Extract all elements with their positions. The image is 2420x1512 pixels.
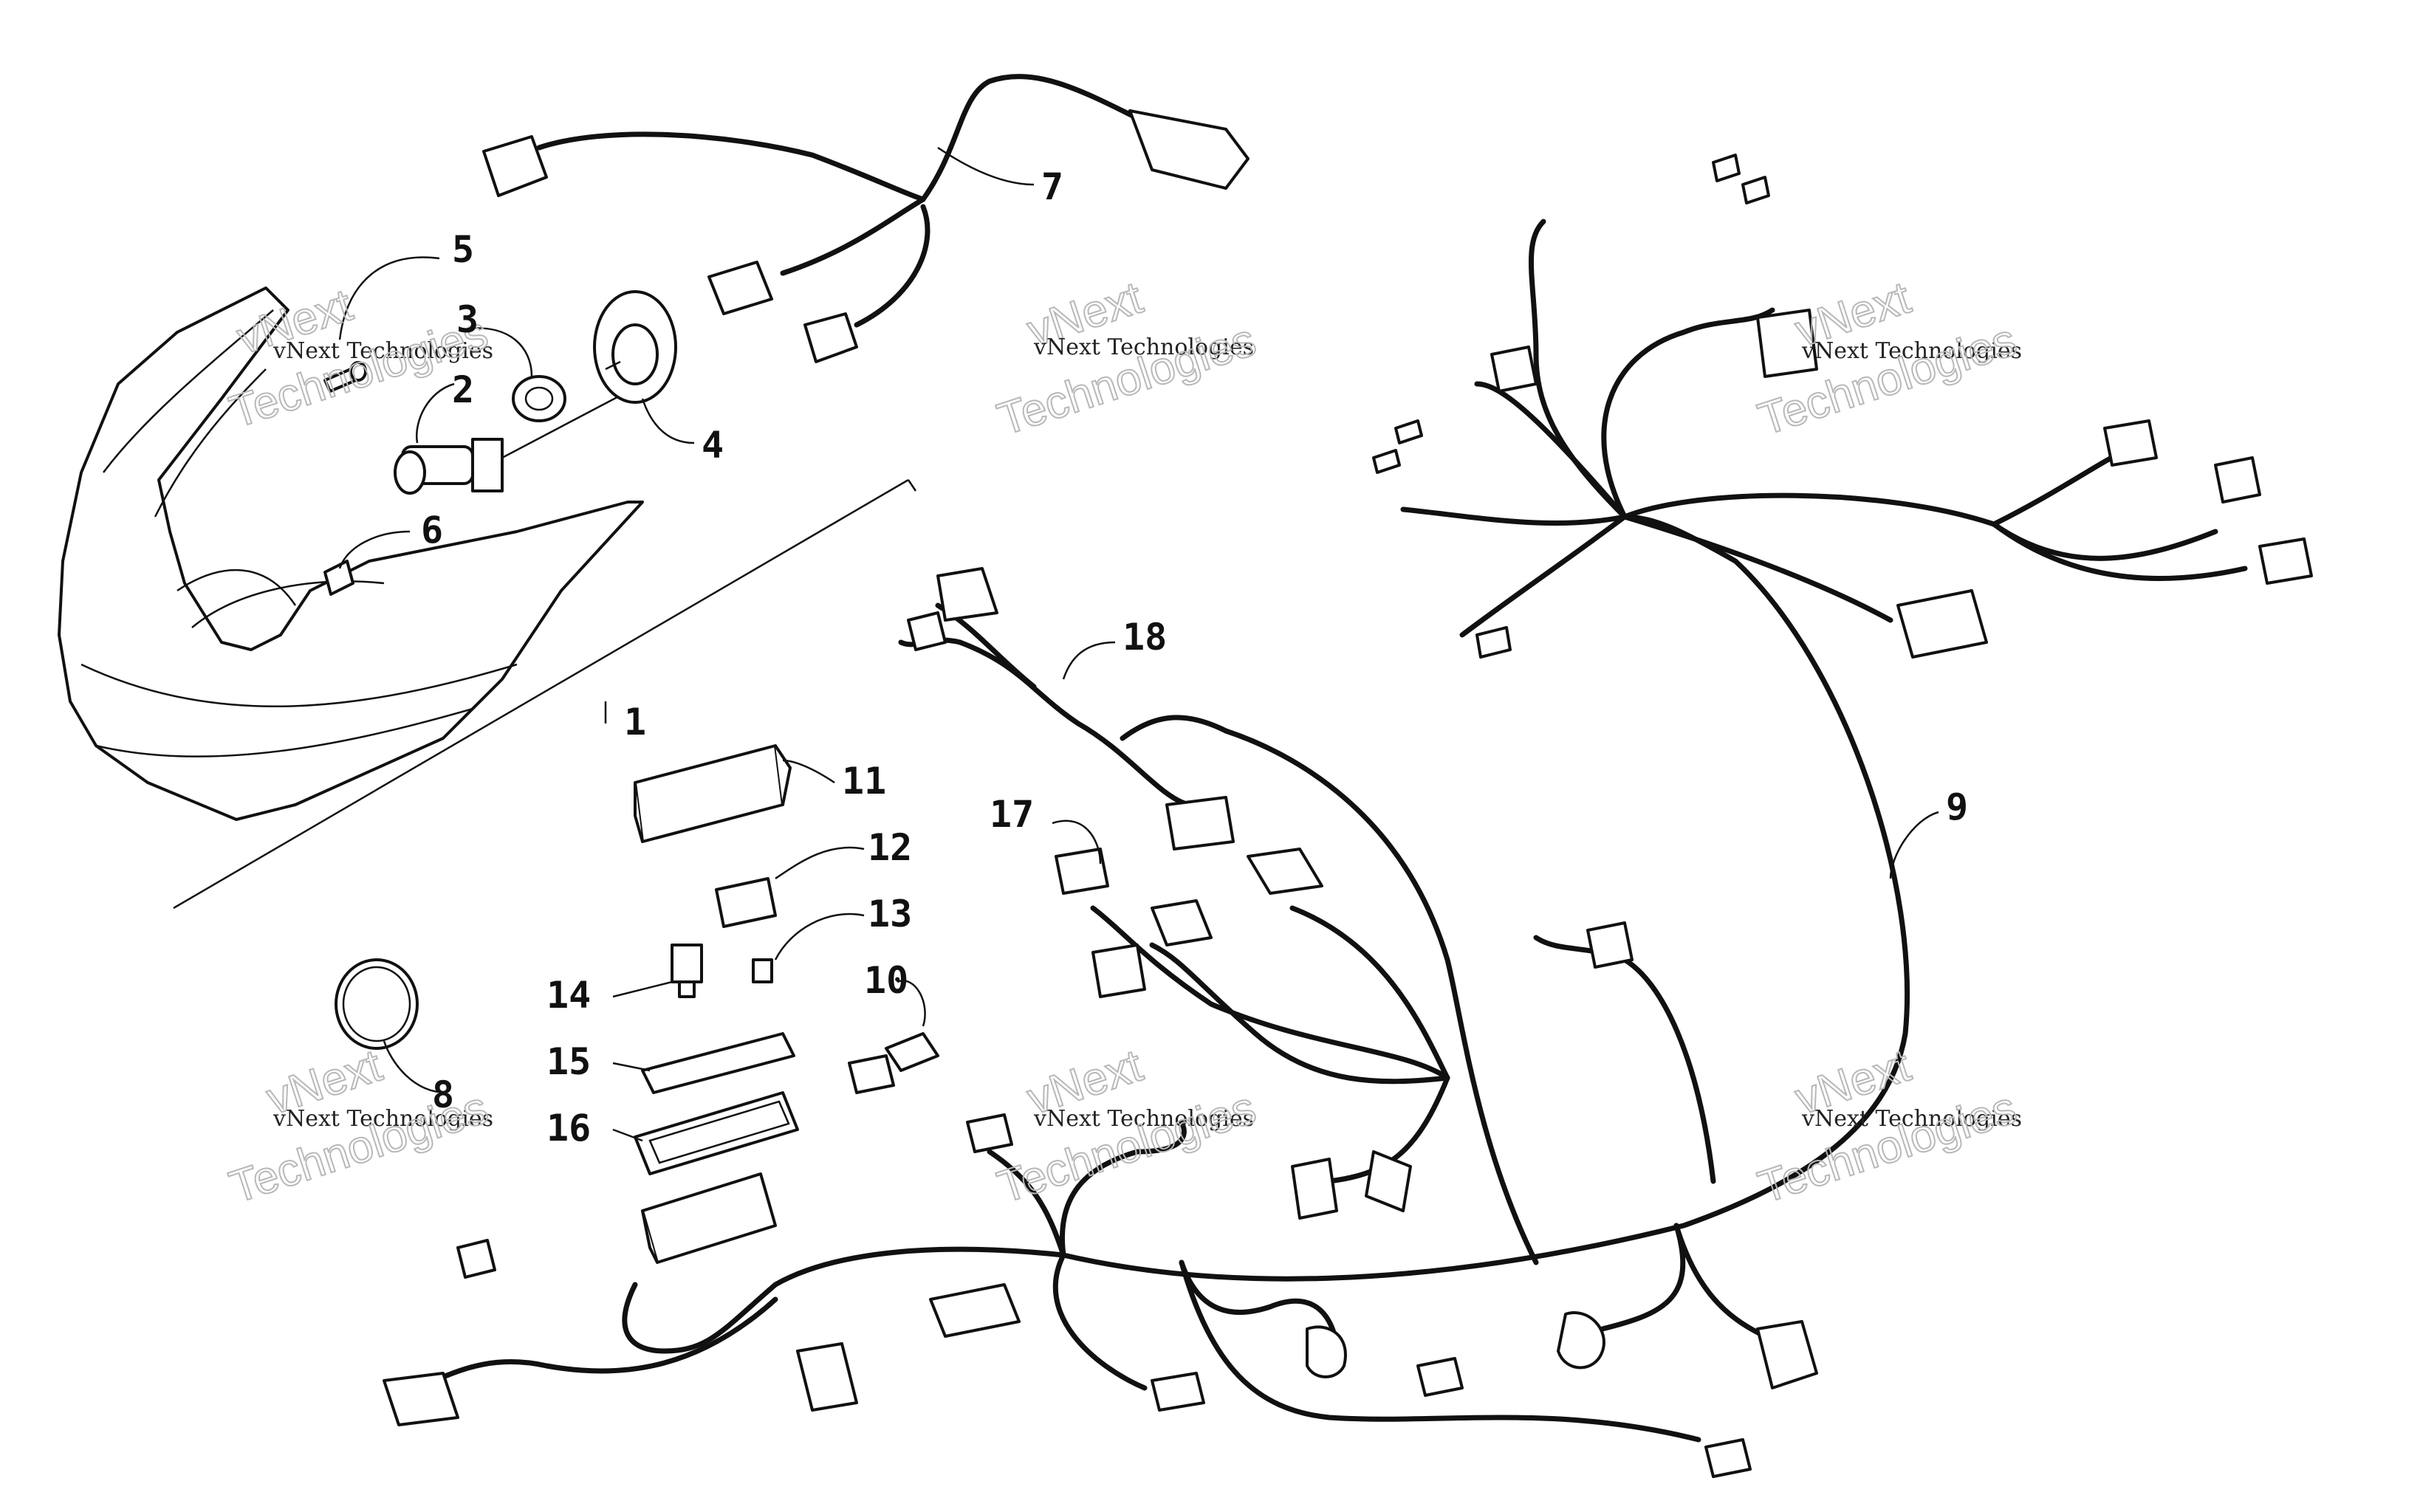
svg-text:Technologies: Technologies <box>1752 1082 2023 1213</box>
svg-text:vNext Technologies: vNext Technologies <box>272 338 493 364</box>
callout-10: 10 <box>864 959 908 1002</box>
callout-14: 14 <box>546 974 591 1017</box>
callout-18: 18 <box>1122 616 1167 659</box>
svg-text:vNext Technologies: vNext Technologies <box>1033 1106 1254 1132</box>
callout-12: 12 <box>868 826 912 869</box>
callout-4: 4 <box>702 424 724 467</box>
fuse-label-decal <box>641 1032 795 1094</box>
relay <box>671 944 703 998</box>
callout-17: 17 <box>990 793 1034 836</box>
callout-9: 9 <box>1946 786 1968 828</box>
clip-nut <box>323 560 354 596</box>
fuse-box-gasket <box>634 1091 799 1175</box>
callout-15: 15 <box>546 1040 591 1083</box>
callout-8: 8 <box>432 1073 454 1116</box>
callout-5: 5 <box>452 228 474 271</box>
mini-fuse <box>752 958 773 983</box>
fuse-box-cover <box>634 744 792 843</box>
callout-6: 6 <box>421 509 443 551</box>
callout-1: 1 <box>624 701 646 743</box>
connector-block <box>715 877 777 928</box>
fuse-box-base <box>641 1172 777 1264</box>
callout-2: 2 <box>452 368 474 411</box>
callout-3: 3 <box>456 298 479 341</box>
watermark-bottom-center: vNext vNext Technologies Technologies <box>991 1040 1263 1214</box>
callout-leaders <box>338 146 1939 1142</box>
watermark-top-center: vNext vNext Technologies Technologies <box>991 272 1263 447</box>
cable-tie-ring <box>335 958 419 1050</box>
callout-13: 13 <box>868 893 912 935</box>
callout-numbers: 1 2 3 4 5 6 7 8 9 10 11 12 13 14 15 16 1… <box>421 165 1968 1150</box>
svg-text:vNext Technologies: vNext Technologies <box>1801 338 2022 364</box>
svg-text:vNext Technologies: vNext Technologies <box>1801 1106 2022 1132</box>
svg-text:vNext Technologies: vNext Technologies <box>272 1106 493 1132</box>
watermark-bottom-left: vNext vNext Technologies Technologies <box>223 1040 495 1214</box>
watermark-bottom-right: vNext vNext Technologies Technologies <box>1752 1040 2023 1214</box>
callout-16: 16 <box>546 1107 591 1150</box>
headlight-assembly-group <box>58 286 917 910</box>
bulb-retainer-clip <box>512 375 566 422</box>
callout-11: 11 <box>842 760 886 803</box>
callout-7: 7 <box>1041 165 1063 208</box>
bulb-boot-seal <box>593 290 677 404</box>
svg-text:vNext Technologies: vNext Technologies <box>1033 334 1254 360</box>
main-wiring-harness <box>383 154 2313 1478</box>
headlight-harness <box>482 74 1250 363</box>
screw <box>323 361 367 393</box>
